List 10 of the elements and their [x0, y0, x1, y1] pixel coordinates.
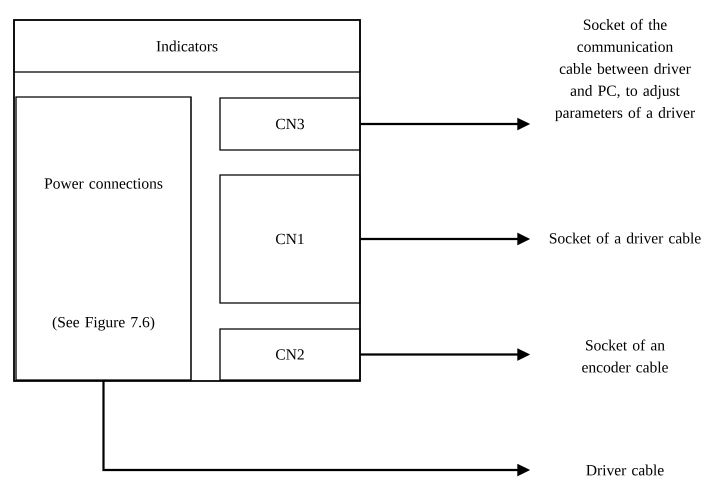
indicator-panel: Indicators — [13, 19, 361, 73]
description-text: Driver cable — [586, 464, 664, 476]
description-text: Socket of a driver cable — [550, 232, 701, 244]
description-text: Socket of an encoder cable — [582, 339, 668, 373]
connector-box: CN1 — [219, 174, 361, 304]
power-connections-box: Power connections (See Figure 7.6) — [15, 96, 192, 381]
connector-box: CN2 — [219, 328, 361, 381]
device-box — [13, 19, 361, 382]
connector-box: CN3 — [219, 97, 361, 151]
description-text: Socket of the communication cable between driver and PC, to adjust parameters of a driver — [555, 18, 695, 122]
